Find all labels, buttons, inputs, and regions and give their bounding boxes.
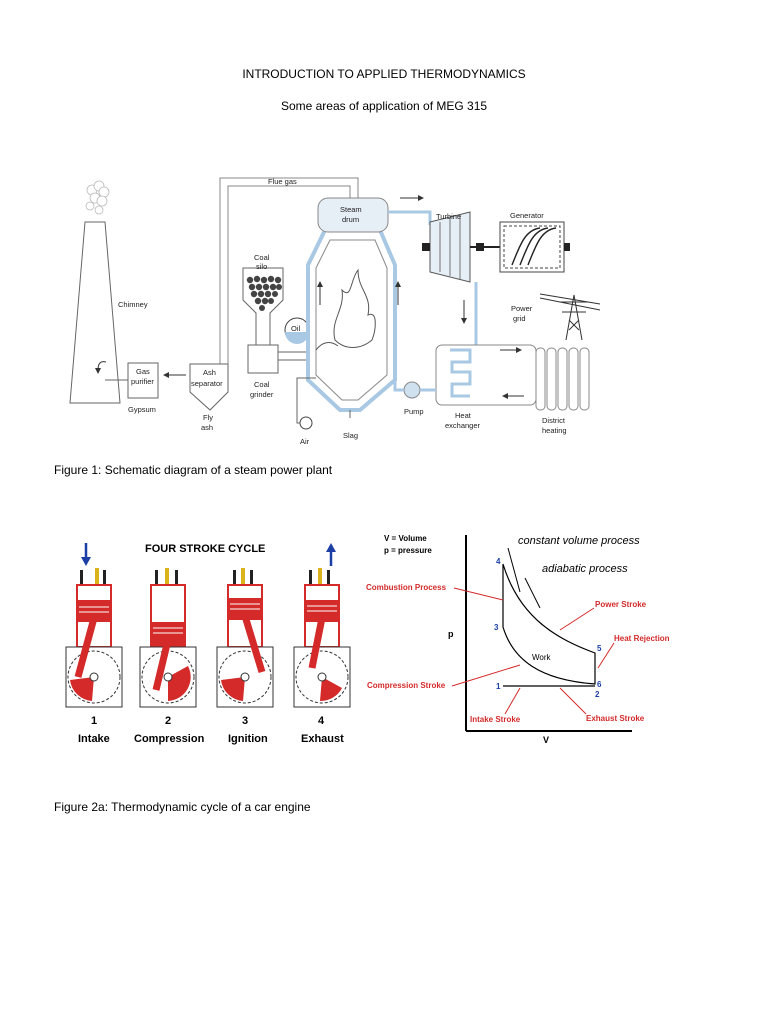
gas-purifier (127, 362, 159, 399)
flue-gas-label: Flue gas (268, 177, 297, 186)
svg-text:Oil: Oil (291, 324, 301, 333)
svg-text:1: 1 (91, 715, 97, 727)
pv-cycle-curve (502, 563, 596, 685)
svg-text:constant volume process: constant volume process (518, 535, 640, 547)
svg-text:4: 4 (496, 557, 501, 566)
svg-text:Heat Rejection: Heat Rejection (614, 634, 670, 643)
ash-separator (189, 363, 229, 411)
svg-text:heating: heating (542, 426, 567, 435)
svg-text:Power: Power (511, 304, 533, 313)
generator (499, 221, 565, 273)
power-tower-icon (539, 293, 601, 341)
svg-text:adiabatic process: adiabatic process (542, 563, 628, 575)
coal-grinder (247, 344, 279, 374)
smoke-icon (85, 180, 110, 215)
svg-text:V: V (543, 735, 549, 745)
document-title: INTRODUCTION TO APPLIED THERMODYNAMICS (242, 67, 526, 81)
svg-text:District: District (542, 416, 566, 425)
svg-text:Ignition: Ignition (228, 733, 268, 745)
cylinder-compression (139, 568, 197, 708)
svg-text:2: 2 (165, 715, 171, 727)
steam-drum (317, 197, 389, 233)
svg-text:Gas: Gas (136, 367, 150, 376)
svg-text:p: p (448, 629, 454, 639)
svg-text:silo: silo (256, 262, 267, 271)
svg-text:drum: drum (342, 215, 359, 224)
svg-text:Exhaust Stroke: Exhaust Stroke (586, 714, 645, 723)
svg-text:Coal: Coal (254, 253, 270, 262)
gypsum-label: Gypsum (128, 405, 156, 414)
four-stroke-cycle-diagram: FOUR STROKE CYCLE (65, 543, 351, 745)
svg-text:3: 3 (494, 623, 499, 632)
pump-label: Pump (404, 407, 424, 416)
svg-text:grid: grid (513, 314, 526, 323)
svg-text:Heat: Heat (455, 411, 472, 420)
svg-text:Ash: Ash (203, 368, 216, 377)
svg-text:Intake Stroke: Intake Stroke (470, 715, 521, 724)
svg-text:Steam: Steam (340, 205, 362, 214)
chimney-label: Chimney (118, 300, 148, 309)
svg-text:grinder: grinder (250, 390, 274, 399)
cylinder-exhaust (293, 568, 351, 708)
fly-ash-label: Fly (203, 413, 213, 422)
svg-text:Work: Work (532, 653, 552, 662)
svg-text:5: 5 (597, 644, 602, 653)
air-fan-icon (299, 416, 313, 430)
cylinder-intake (65, 568, 123, 708)
svg-text:Turbine: Turbine (436, 212, 461, 221)
svg-text:Power Stroke: Power Stroke (595, 600, 647, 609)
figure2a-caption: Figure 2a: Thermodynamic cycle of a car … (54, 800, 311, 814)
svg-text:4: 4 (318, 715, 325, 727)
svg-text:Compression Stroke: Compression Stroke (367, 681, 446, 690)
svg-text:exchanger: exchanger (445, 421, 481, 430)
district-heating-radiator (535, 347, 590, 411)
slag-label: Slag (343, 431, 358, 440)
svg-text:Intake: Intake (78, 733, 110, 745)
flame-icon (333, 268, 376, 348)
cylinder-ignition (216, 568, 274, 708)
pv-diagram: V = Volume p = pressure constant volume … (366, 534, 670, 745)
svg-text:Exhaust: Exhaust (301, 733, 344, 745)
svg-text:Compression: Compression (134, 733, 205, 745)
svg-text:6: 6 (597, 680, 602, 689)
svg-text:purifier: purifier (131, 377, 154, 386)
svg-text:ash: ash (201, 423, 213, 432)
pump-icon (403, 381, 421, 399)
svg-text:2: 2 (595, 690, 600, 699)
steam-power-plant-diagram: Chimney Flue gas Gas purifier Gypsum Ash… (69, 177, 601, 446)
coal-pile (246, 275, 282, 311)
chimney (69, 221, 121, 404)
svg-text:1: 1 (496, 682, 501, 691)
figure1-caption: Figure 1: Schematic diagram of a steam p… (54, 463, 333, 477)
svg-text:V = Volume: V = Volume (384, 534, 427, 543)
four-stroke-title: FOUR STROKE CYCLE (145, 543, 265, 555)
air-label: Air (300, 437, 310, 446)
svg-text:p = pressure: p = pressure (384, 546, 432, 555)
svg-text:Combustion Process: Combustion Process (366, 583, 447, 592)
svg-text:Generator: Generator (510, 211, 544, 220)
svg-text:3: 3 (242, 715, 248, 727)
svg-text:separator: separator (191, 379, 223, 388)
svg-text:Coal: Coal (254, 380, 270, 389)
document-subtitle: Some areas of application of MEG 315 (280, 99, 488, 113)
